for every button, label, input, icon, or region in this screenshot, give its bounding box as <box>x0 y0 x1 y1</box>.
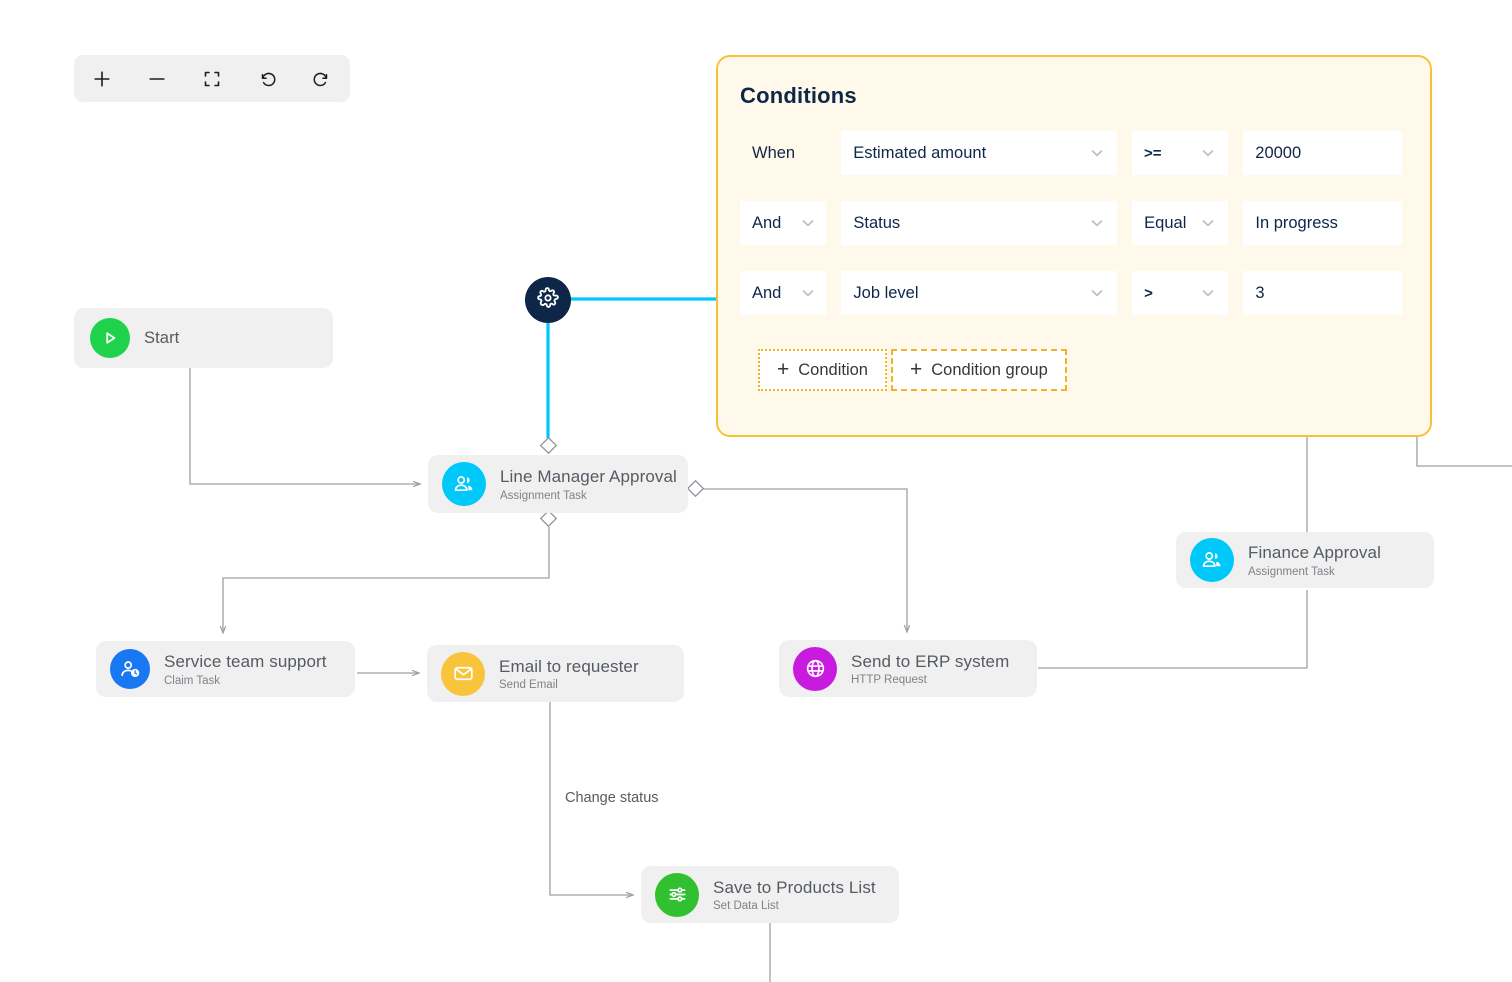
conditions-panel[interactable]: Conditions When Estimated amount >= 2000… <box>716 55 1432 437</box>
chevron-down-icon <box>1202 150 1214 157</box>
condition-operator-select[interactable]: > <box>1132 271 1229 315</box>
chevron-down-icon <box>1203 220 1214 227</box>
canvas-toolbar[interactable] <box>74 55 350 102</box>
node-service-team-support[interactable]: Service team support Claim Task <box>96 641 355 697</box>
chevron-down-icon <box>1091 150 1103 157</box>
add-condition-group-button[interactable]: + Condition group <box>890 349 1067 391</box>
node-erp-subtitle: HTTP Request <box>851 674 927 687</box>
chevron-down-icon <box>1091 220 1103 227</box>
node-service-title: Service team support <box>164 652 327 672</box>
node-line-manager-approval[interactable]: Line Manager Approval Assignment Task <box>428 455 688 513</box>
node-email-subtitle: Send Email <box>499 679 558 692</box>
condition-operator-select[interactable]: >= <box>1132 131 1229 175</box>
people-icon <box>1190 538 1234 582</box>
edge-panel-right-branch <box>1416 437 1512 467</box>
chevron-down-icon <box>803 220 814 227</box>
globe-icon <box>793 646 837 691</box>
person-clock-icon <box>110 649 150 689</box>
redo-icon <box>312 69 332 89</box>
edge-label-change-status: Change status <box>565 790 659 806</box>
undo-icon <box>257 69 277 89</box>
sliders-icon <box>655 872 699 917</box>
node-save-to-products-list[interactable]: Save to Products List Set Data List <box>641 866 899 923</box>
conditions-actions: + Condition + Condition group <box>758 349 1402 391</box>
node-finance-subtitle: Assignment Task <box>1248 565 1335 578</box>
edge-start-to-lma <box>189 368 420 484</box>
envelope-icon <box>441 651 485 696</box>
zoom-out-button[interactable] <box>137 62 177 96</box>
condition-join-select[interactable]: And <box>740 201 827 245</box>
node-start[interactable]: Start <box>74 308 333 368</box>
handle-lma-top <box>539 436 558 455</box>
plus-icon: + <box>909 357 923 381</box>
node-finance-approval[interactable]: Finance Approval Assignment Task <box>1176 532 1434 588</box>
condition-join-label: When <box>752 143 796 162</box>
plus-icon: + <box>777 357 790 381</box>
node-email-to-requester[interactable]: Email to requester Send Email <box>427 645 684 702</box>
node-save-subtitle: Set Data List <box>713 900 779 913</box>
condition-row: And Status Equal In progress <box>740 201 1403 245</box>
edge-lma-to-service <box>223 527 550 633</box>
handle-lma-right <box>686 479 705 498</box>
condition-subject-select[interactable]: Status <box>841 201 1118 245</box>
play-icon <box>90 318 130 358</box>
condition-join-select[interactable]: And <box>740 271 827 315</box>
edge-lma-to-erp <box>700 488 907 632</box>
condition-operator-select[interactable]: Equal <box>1132 201 1229 245</box>
condition-value-input[interactable]: In progress <box>1243 201 1403 245</box>
plus-icon <box>92 69 112 89</box>
condition-value-input[interactable]: 20000 <box>1243 131 1402 175</box>
undo-button[interactable] <box>247 62 287 96</box>
minus-icon <box>147 69 167 89</box>
fit-view-button[interactable] <box>192 62 232 96</box>
connection-handles <box>539 436 705 528</box>
condition-row: And Job level > 3 <box>740 271 1403 315</box>
node-email-title: Email to requester <box>499 656 639 676</box>
zoom-in-button[interactable] <box>82 62 122 96</box>
node-send-to-erp-system[interactable]: Send to ERP system HTTP Request <box>779 640 1037 697</box>
node-save-title: Save to Products List <box>713 877 876 897</box>
node-lma-subtitle: Assignment Task <box>500 489 587 502</box>
chevron-down-icon <box>1091 290 1103 297</box>
condition-row: When Estimated amount >= 20000 <box>740 131 1402 175</box>
add-condition-label: Condition <box>798 360 868 379</box>
redo-button[interactable] <box>302 62 342 96</box>
edge-email-to-save <box>549 702 633 895</box>
fullscreen-icon <box>202 69 222 89</box>
gear-icon <box>537 286 559 314</box>
conditions-rows: When Estimated amount >= 20000 And <box>740 131 1403 315</box>
chevron-down-icon <box>803 290 814 297</box>
edge-erp-to-finance <box>1038 590 1308 669</box>
add-condition-button[interactable]: + Condition <box>758 349 887 391</box>
people-icon <box>442 462 486 506</box>
handle-lma-bottom <box>539 509 558 528</box>
node-service-subtitle: Claim Task <box>164 674 221 687</box>
condition-subject-select[interactable]: Job level <box>841 271 1118 315</box>
node-condition-gear[interactable] <box>525 277 571 323</box>
node-finance-title: Finance Approval <box>1248 543 1381 563</box>
conditions-title: Conditions <box>740 83 857 108</box>
node-erp-title: Send to ERP system <box>851 651 1010 671</box>
chevron-down-icon <box>1203 290 1214 297</box>
node-lma-title: Line Manager Approval <box>500 467 677 487</box>
condition-value-input[interactable]: 3 <box>1243 271 1403 315</box>
node-start-title: Start <box>144 328 180 347</box>
condition-subject-select[interactable]: Estimated amount <box>841 131 1118 175</box>
add-condition-group-label: Condition group <box>931 360 1048 379</box>
